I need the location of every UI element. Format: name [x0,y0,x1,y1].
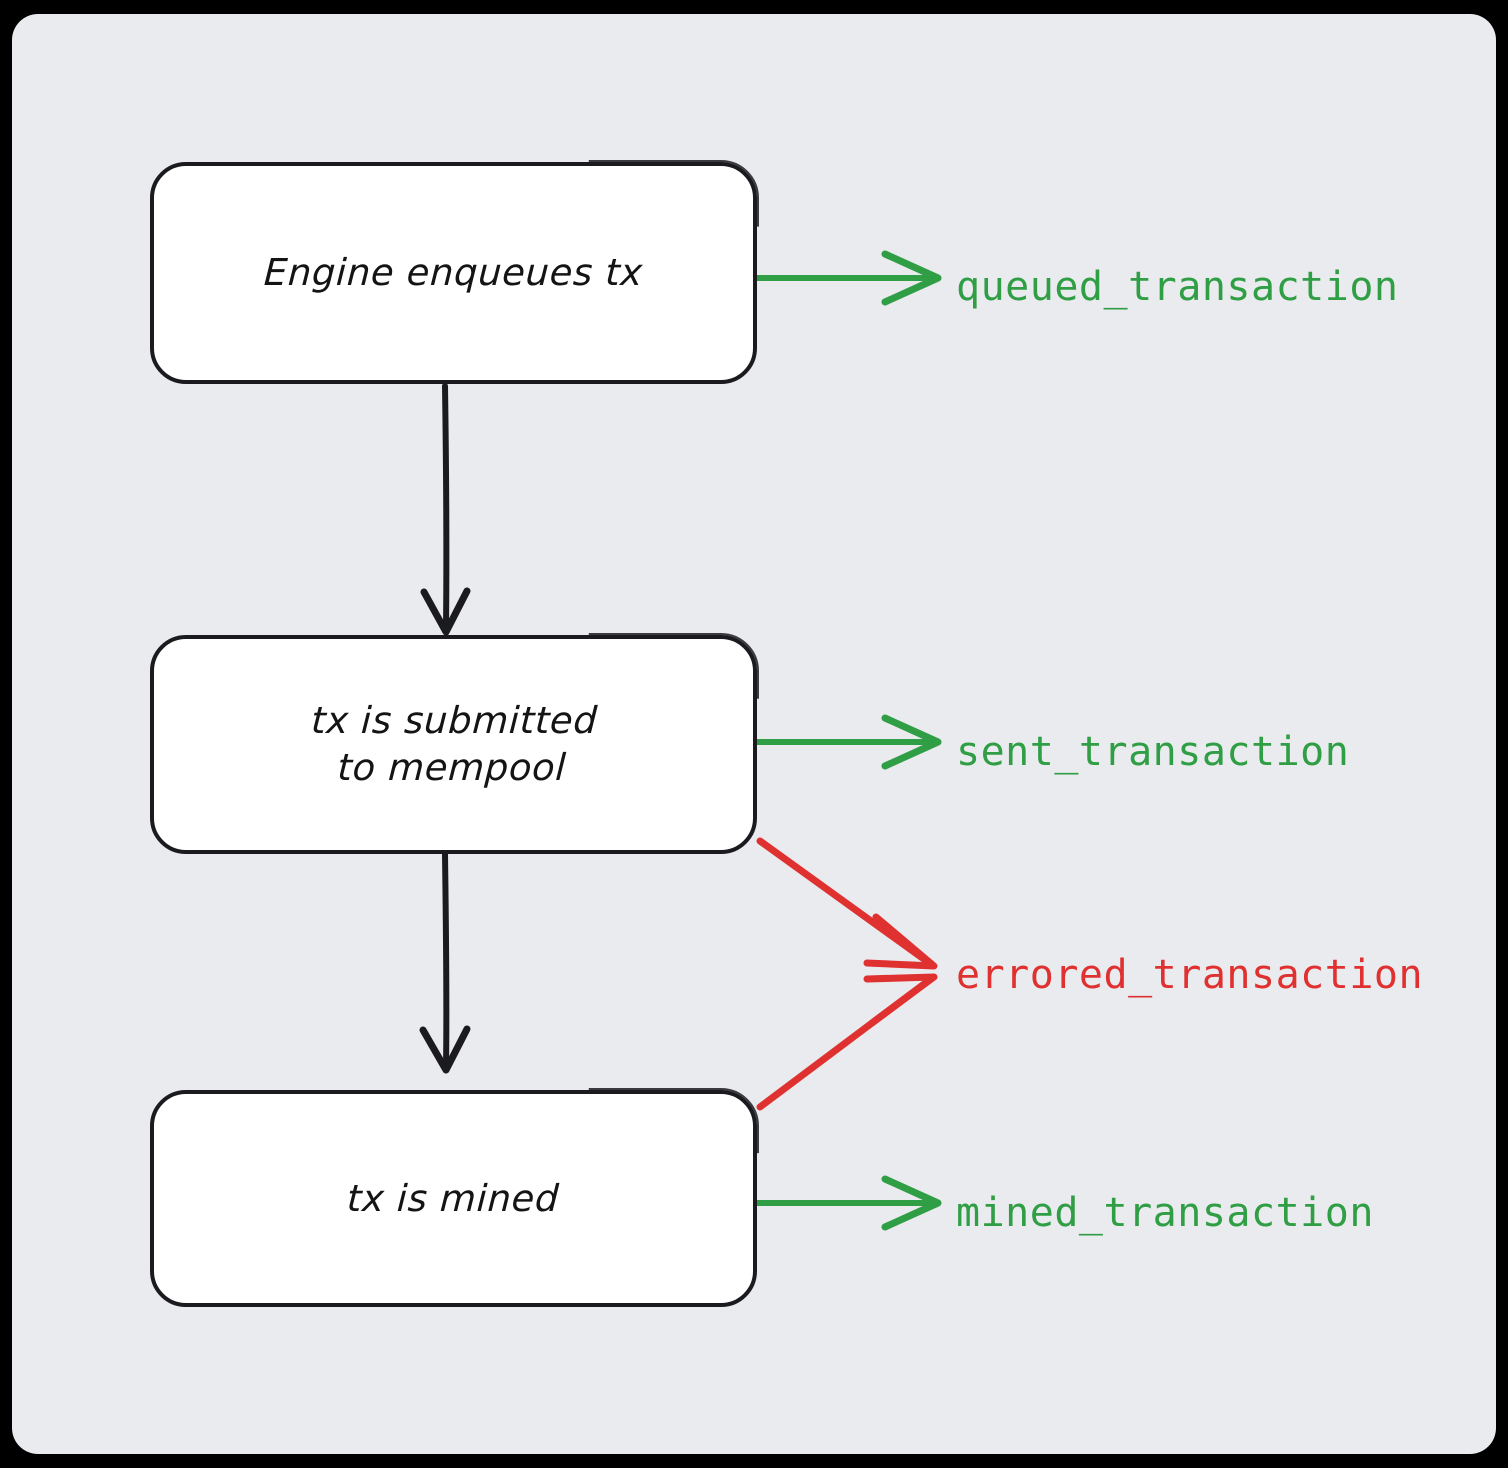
flowchart: Engine enqueues tx tx is submitted to me… [12,14,1496,1454]
event-arrow-mined-transaction [753,1175,942,1231]
node-tx-is-mined[interactable]: tx is mined [150,1090,757,1307]
event-arrow-queued-transaction [753,250,942,306]
event-label-sent-transaction: sent_transaction [956,729,1350,775]
event-arrow-errored-from-sent [756,837,938,970]
event-label-errored-transaction: errored_transaction [956,952,1424,998]
edge-layer [419,250,942,1231]
flow-arrow-sent-to-mined [419,851,471,1074]
node-engine-enqueues-tx[interactable]: Engine enqueues tx [150,162,757,384]
node-tx-submitted-to-mempool[interactable]: tx is submitted to mempool [150,635,757,854]
node-label: tx is mined [346,1176,561,1220]
event-label-mined-transaction: mined_transaction [956,1190,1374,1236]
node-label: tx is submitted to mempool [310,699,600,790]
diagram-canvas: Engine enqueues tx tx is submitted to me… [12,14,1496,1454]
event-arrow-errored-from-mined [756,973,938,1111]
event-arrow-sent-transaction [753,714,942,770]
node-label: Engine enqueues tx [262,251,645,295]
flow-arrow-queued-to-sent [420,383,471,636]
event-label-queued-transaction: queued_transaction [956,264,1399,310]
